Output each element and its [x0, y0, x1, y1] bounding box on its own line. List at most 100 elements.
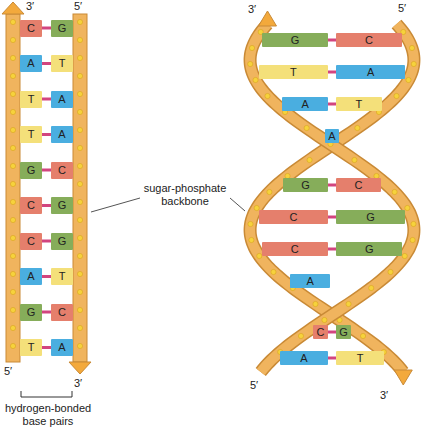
strand-end-label: 3′ [248, 3, 256, 16]
backbone-rail [73, 14, 87, 362]
backbone-ribbon [250, 24, 414, 372]
phosphate-dot [369, 285, 374, 290]
base-letter: T [59, 271, 66, 282]
base-block: T [20, 339, 42, 356]
base-block: A [51, 339, 73, 356]
base-block: C [20, 197, 42, 214]
phosphate-dot [410, 237, 415, 242]
label-text: 3′ [26, 0, 34, 12]
base-letter: A [328, 131, 335, 142]
hydrogen-bond [42, 346, 51, 349]
label-text: 3′ [380, 389, 388, 401]
hydrogen-bond [328, 357, 336, 360]
leader-line [230, 198, 245, 211]
base-letter: A [301, 99, 308, 110]
phosphate-dot [253, 77, 258, 82]
base-block: T [336, 97, 382, 111]
phosphate-dot [406, 77, 411, 82]
base-letter: A [367, 67, 374, 78]
base-letter: C [27, 200, 35, 211]
phosphate-dot [10, 307, 15, 312]
phosphate-dot [10, 289, 15, 294]
phosphate-dot [77, 271, 82, 276]
phosphate-dot [77, 19, 82, 24]
phosphate-dot [298, 333, 303, 338]
leader-line [91, 198, 140, 212]
strand-arrowhead [2, 2, 24, 14]
phosphate-dot [10, 271, 15, 276]
hydrogen-bond [42, 275, 51, 278]
phosphate-dot [10, 181, 15, 186]
base-letter: G [291, 35, 300, 46]
phosphate-dot [304, 125, 309, 130]
base-letter: T [28, 94, 35, 105]
label-text: 3′ [74, 377, 82, 389]
hydrogen-bond [42, 133, 51, 136]
phosphate-dot [77, 127, 82, 132]
base-letter: T [59, 58, 66, 69]
base-letter: T [290, 67, 297, 78]
base-letter: C [354, 180, 362, 191]
base-block: A [325, 129, 339, 143]
base-letter: T [357, 353, 364, 364]
phosphate-dot [392, 189, 397, 194]
backbone-ribbon-edge [250, 24, 414, 372]
base-block: G [283, 178, 328, 192]
hydrogen-bond [42, 311, 51, 314]
phosphate-dot [10, 199, 15, 204]
strand-end-label: 3′ [74, 377, 82, 390]
base-letter: C [27, 23, 35, 34]
phosphate-dot [248, 61, 253, 66]
base-letter: C [58, 165, 66, 176]
phosphate-dot [249, 237, 254, 242]
phosphate-dot [10, 235, 15, 240]
base-letter: G [366, 212, 375, 223]
base-letter: G [27, 165, 36, 176]
backbone-label: sugar-phosphate backbone [130, 182, 240, 207]
label-text: 3′ [248, 3, 256, 15]
base-block: C [20, 20, 42, 37]
phosphate-dot [409, 45, 414, 50]
base-block: G [336, 325, 351, 339]
base-block: A [336, 65, 405, 79]
base-block: T [259, 65, 328, 79]
base-block: T [20, 91, 42, 108]
helix-backbone [248, 11, 417, 385]
base-block: C [51, 162, 73, 179]
base-letter: G [58, 200, 67, 211]
phosphate-dot [267, 189, 272, 194]
phosphate-dot [10, 253, 15, 258]
phosphate-dot [249, 45, 254, 50]
base-block: C [262, 242, 328, 256]
phosphate-dot [77, 325, 82, 330]
base-letter: A [27, 58, 34, 69]
strand-arrowhead [69, 362, 91, 374]
strand-end-label: 5′ [4, 365, 12, 378]
base-block: A [280, 351, 328, 365]
hydrogen-bond [328, 39, 336, 42]
base-letter: T [28, 129, 35, 140]
phosphate-dot [77, 91, 82, 96]
phosphate-dot [248, 221, 253, 226]
bracket [21, 391, 72, 397]
base-block: T [51, 268, 73, 285]
base-letter: C [365, 35, 373, 46]
phosphate-dot [77, 181, 82, 186]
phosphate-dot [388, 269, 393, 274]
phosphate-dot [77, 289, 82, 294]
strand-end-label: 3′ [26, 0, 34, 13]
phosphate-dot [77, 37, 82, 42]
strand-end-label: 3′ [380, 389, 388, 402]
base-pair-label: hydrogen-bonded base pairs [0, 402, 96, 427]
phosphate-dot [77, 343, 82, 348]
phosphate-dot [77, 145, 82, 150]
base-block: A [51, 126, 73, 143]
hydrogen-bond [42, 27, 51, 30]
base-letter: G [301, 180, 310, 191]
base-block: C [313, 325, 328, 339]
hydrogen-bond [42, 62, 51, 65]
phosphate-dot [10, 343, 15, 348]
base-letter: A [27, 271, 34, 282]
base-letter: C [289, 212, 297, 223]
